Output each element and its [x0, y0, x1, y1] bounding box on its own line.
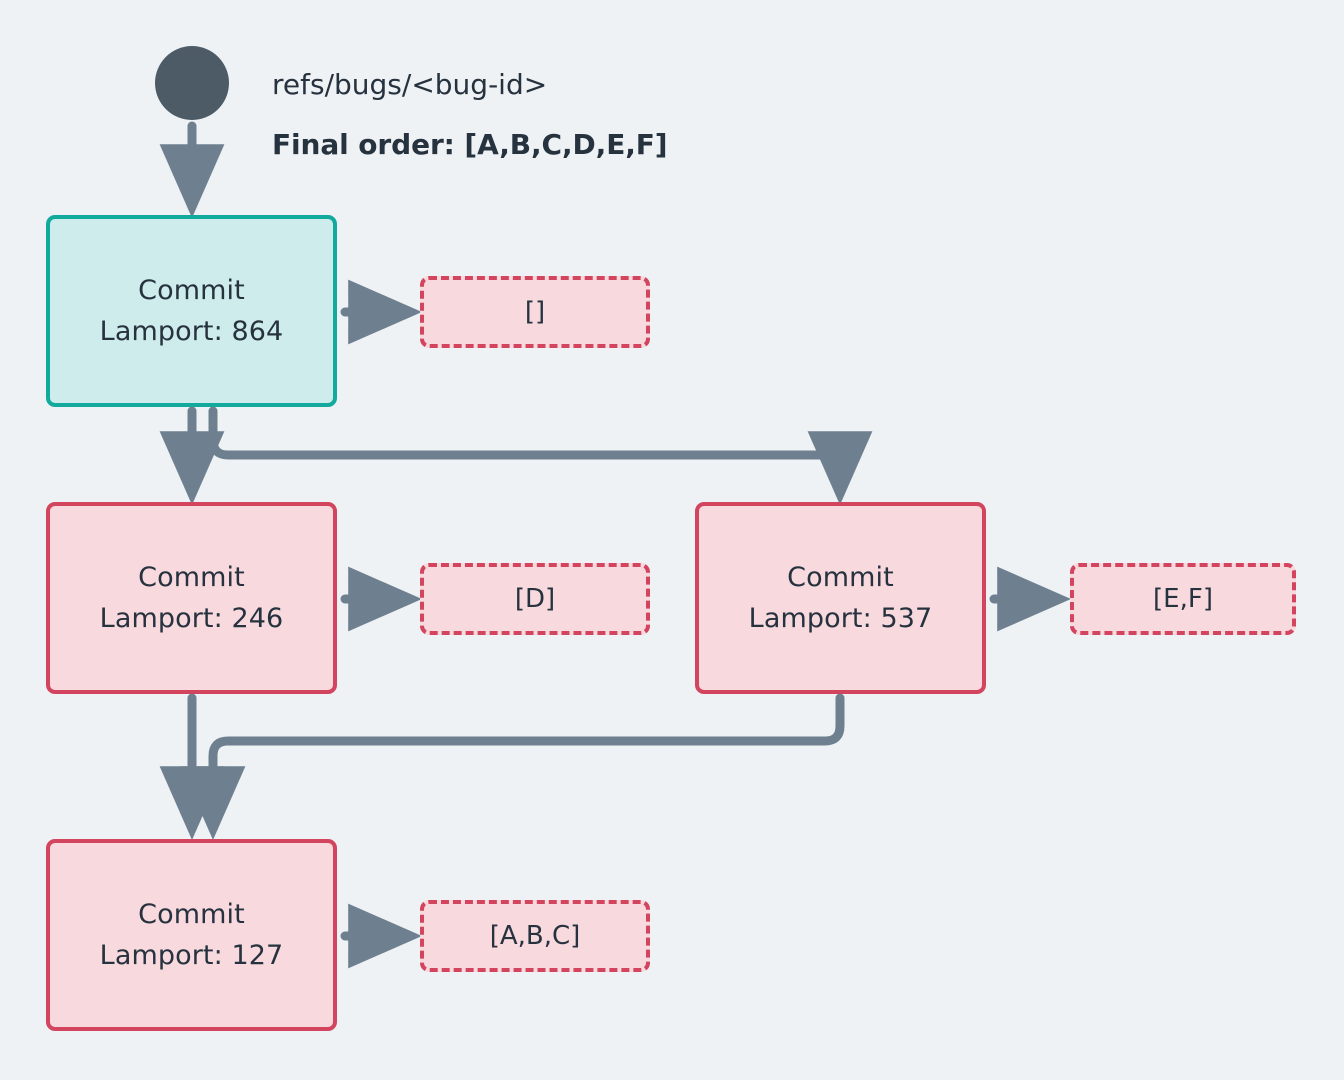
commit-node-127-title: Commit [138, 898, 245, 930]
final-order-label: Final order: [A,B,C,D,E,F] [272, 128, 668, 161]
tag-box-864[interactable]: [] [420, 276, 650, 348]
tag-box-537-label: [E,F] [1153, 584, 1213, 614]
commit-node-864-lamport: Lamport: 864 [99, 316, 284, 347]
commit-node-864-title: Commit [138, 274, 245, 306]
tag-box-127-label: [A,B,C] [489, 921, 581, 951]
commit-node-127-lamport: Lamport: 127 [99, 940, 284, 971]
commit-node-537[interactable]: Commit Lamport: 537 [695, 502, 986, 694]
start-dot[interactable] [155, 46, 229, 120]
commit-node-246[interactable]: Commit Lamport: 246 [46, 502, 337, 694]
commit-node-864[interactable]: Commit Lamport: 864 [46, 215, 337, 407]
tag-box-864-label: [] [524, 297, 546, 327]
tag-box-537[interactable]: [E,F] [1070, 563, 1296, 635]
commit-node-246-lamport: Lamport: 246 [99, 603, 284, 634]
commit-node-537-lamport: Lamport: 537 [748, 603, 933, 634]
commit-node-537-title: Commit [787, 561, 894, 593]
tag-box-246[interactable]: [D] [420, 563, 650, 635]
tag-box-246-label: [D] [514, 584, 556, 614]
tag-box-127[interactable]: [A,B,C] [420, 900, 650, 972]
commit-node-127[interactable]: Commit Lamport: 127 [46, 839, 337, 1031]
branch-ref-label: refs/bugs/<bug-id> [272, 68, 548, 101]
edge-537-to-127 [180, 693, 845, 841]
edge-864-to-537 [208, 406, 873, 506]
commit-node-246-title: Commit [138, 561, 245, 593]
